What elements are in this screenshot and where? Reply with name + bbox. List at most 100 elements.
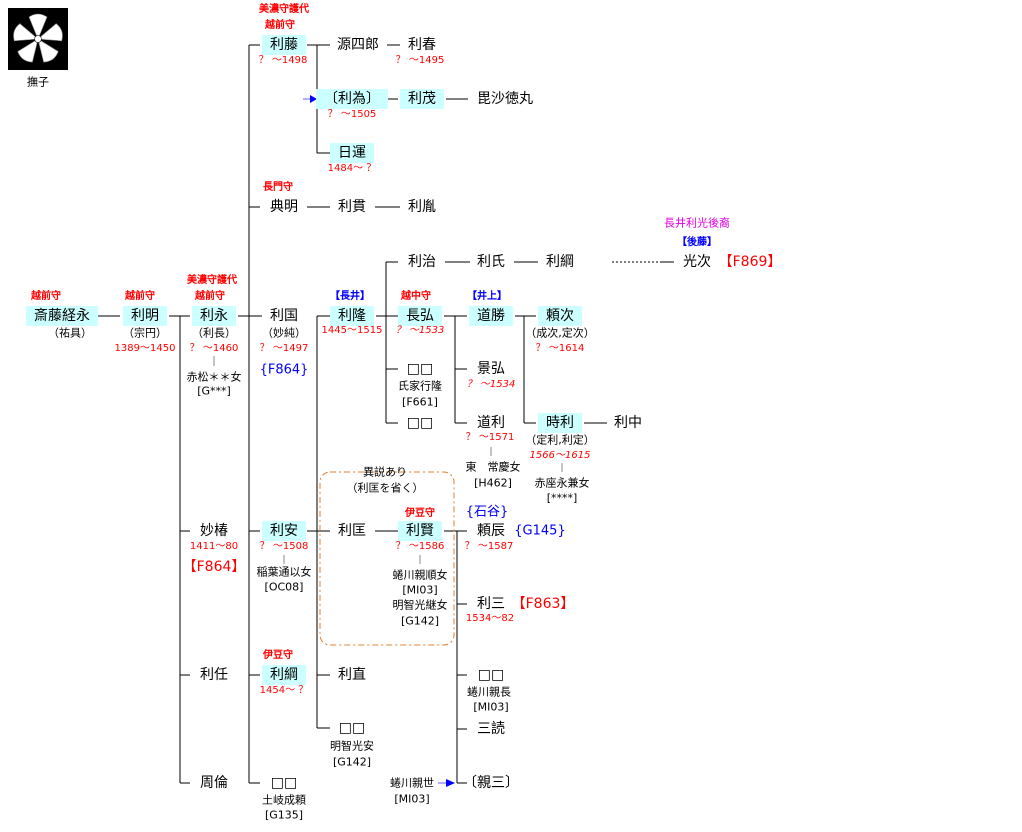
ref: [MI03] [473,700,509,714]
spouse: 赤松＊＊女 [186,370,242,384]
alias: （利長） [192,326,236,340]
person-name: 三読 [477,721,505,737]
note: 氏家行隆 [398,379,442,393]
dates: ？ 〜1571 [465,432,515,443]
person-name: 利匡 [338,523,366,539]
spouse: 稲葉通以女 [256,565,312,579]
spouse: 蜷川親順女 [392,568,448,582]
title: 越前守 [125,291,155,302]
note: 蜷川親長 [467,685,511,699]
person-name: 妙椿 [200,523,228,539]
family: 【井上】 [467,291,507,302]
person-name: 道利 [477,415,505,431]
alias: （祐具） [48,326,92,340]
person-name[interactable]: 利安 [262,521,306,541]
dates: 1566〜1615 [529,450,591,461]
person-name[interactable]: 利茂 [400,89,444,109]
dates: ？ 〜1505 [327,109,377,120]
dates: ？ 〜1533 [395,325,445,336]
title: 伊豆守 [263,650,293,661]
person-name: 源四郎 [337,37,379,53]
person-name: 利国 [270,308,298,324]
family: {石谷} [465,504,509,520]
person-name: 光次 [683,254,711,270]
person-name: 利直 [338,667,366,683]
person-name[interactable]: 利隆 [330,306,374,326]
title: 美濃守護代 [259,4,309,15]
person-name: 利三 [477,596,505,612]
person-name: □□ [270,775,298,791]
person-name: 利貫 [338,199,366,215]
dates: ？ 〜1534 [466,379,516,390]
person-name[interactable]: 利明 [123,306,167,326]
alias: （定利,利定） [525,433,595,447]
person-name: 利中 [614,415,642,431]
person-name: 利任 [200,667,228,683]
title: 越前守 [265,20,295,31]
person-name: 毘沙徳丸 [477,91,533,107]
dates: 1534〜82 [465,613,515,624]
spouse: 東 常慶女 [465,460,521,474]
dates: ？ 〜1498 [258,55,308,66]
note: 長井利光後裔 [664,216,730,230]
alternate-theory-label: 異説あり [363,465,407,479]
family: 【長井】 [330,291,370,302]
ref: [H462] [474,476,512,490]
person-name[interactable]: 〔利為〕 [316,89,388,109]
title: 美濃守護代 [187,275,237,286]
ref: [F661] [402,395,438,409]
dates: 1445〜1515 [321,325,383,336]
ref: [G142] [332,755,372,769]
title: 越中守 [401,291,431,302]
dates: ？ 〜1508 [259,541,309,552]
spouse: 赤座永兼女 [534,476,590,490]
person-name[interactable]: 斎藤経永 [26,306,98,326]
person-name: 利氏 [477,254,505,270]
person-name[interactable]: 道勝 [469,306,513,326]
person-name: 利胤 [408,199,436,215]
person-name[interactable]: 利藤 [262,35,306,55]
title: 長門守 [263,182,293,193]
person-name: 景弘 [477,361,505,377]
ref: [MI03] [394,792,430,806]
note: 土岐成頼 [262,793,306,807]
dates: 1389〜1450 [114,343,176,354]
person-name: □□ [338,720,366,736]
dates: ？ 〜1460 [189,343,239,354]
spouse: 蜷川親世 [390,776,434,790]
person-name[interactable]: 利永 [192,306,236,326]
spouse: 明智光継女 [392,598,448,612]
person-name[interactable]: 日運 [330,143,374,163]
dates: ？ 〜1614 [535,343,585,354]
arrow-icon [303,95,455,787]
person-name: 利春 [408,37,436,53]
dates: ？ 〜1586 [395,541,445,552]
person-name: □□ [406,361,434,377]
ref-link[interactable]: {F864} [259,362,309,378]
ref: [G135] [264,808,304,822]
person-name: 典明 [270,199,298,215]
person-name[interactable]: 時利 [538,413,582,433]
person-name: 〔親三〕 [463,775,519,791]
ref-link[interactable]: {G145} [514,523,566,539]
family: 【後藤】 [677,237,717,248]
ref-link[interactable]: 【F864】 [182,559,246,575]
nadeshiko-crest-icon [8,8,68,70]
ref-link[interactable]: 【F869】 [718,254,782,270]
crest-label: 撫子 [27,75,49,89]
person-name: 利綱 [546,254,574,270]
person-name[interactable]: 長弘 [398,306,442,326]
ref-link[interactable]: 【F863】 [511,596,575,612]
dates: ？ 〜1497 [259,343,309,354]
person-name: 頼辰 [477,523,505,539]
person-name: □□ [406,415,434,431]
dates: ？ 〜1587 [464,541,514,552]
alternate-theory-note: （利匡を省く） [346,481,424,495]
person-name[interactable]: 利賢 [398,521,442,541]
dates: 1484〜 ？ [327,163,377,174]
person-name[interactable]: 頼次 [538,306,582,326]
person-name[interactable]: 利綱 [262,665,306,685]
ref: [G***] [197,384,231,398]
person-name: □□ [477,667,505,683]
